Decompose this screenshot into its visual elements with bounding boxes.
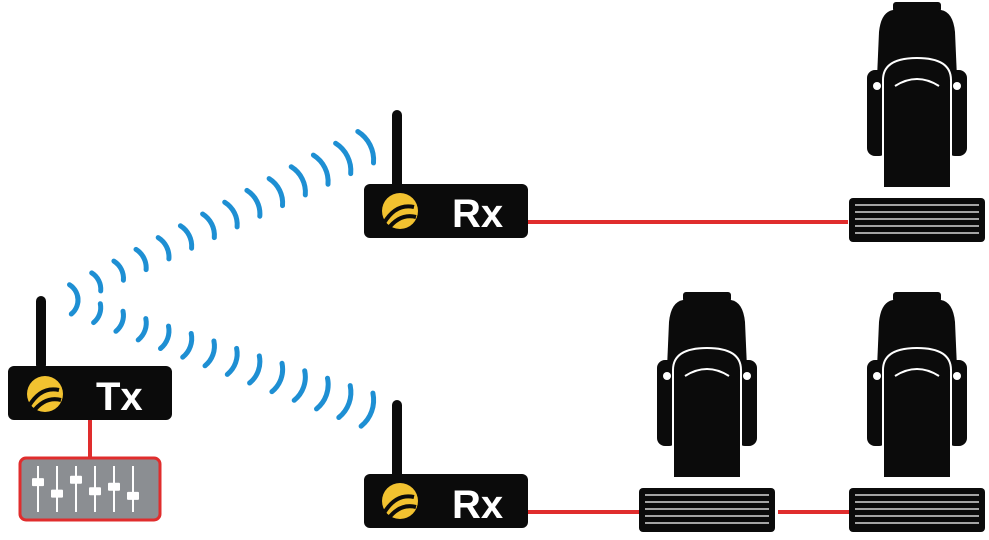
signal-waves-lower [68,293,377,429]
signal-wave-arc [202,338,217,369]
moving-head-light-icon [849,2,985,242]
tx-label: Tx [96,375,143,419]
signal-wave-arc [358,390,377,429]
signal-wave-arc [91,301,104,326]
signal-wave-arc [224,345,240,377]
signal-wave-arc [89,270,104,294]
signal-wave-arc [200,211,217,241]
antenna-icon [392,110,402,190]
antenna-icon [392,400,402,480]
signal-wave-arc [355,129,377,166]
receiver-rx-1: Rx [364,110,528,238]
moving-head-light-icon [639,292,775,532]
wireless-logo-icon [27,376,63,414]
rx2-label: Rx [452,483,503,527]
signal-wave-arc [177,223,195,251]
lighting-console [18,456,162,522]
signal-wave-arc [288,164,308,198]
signal-wave-arc [155,235,172,262]
signal-wave-arc [68,293,81,317]
signal-wave-arc [133,246,149,273]
mixer-faders-icon [32,466,139,512]
cables [88,220,850,514]
signal-wave-arc [314,375,331,412]
signal-wave-arc [111,258,126,283]
signal-wave-arc [269,360,286,395]
signal-wave-arc [113,308,126,334]
signal-wave-arc [291,368,308,403]
antenna-icon [36,296,46,370]
signal-wave-arc [180,331,195,360]
signal-waves-upper [67,129,377,305]
transmitter-tx: Tx [8,296,172,420]
wireless-logo-icon [382,483,418,521]
signal-wave-arc [333,140,354,177]
receiver-rx-2: Rx [364,400,528,528]
signal-wave-arc [310,152,331,187]
signal-wave-arc [336,383,354,420]
rx1-label: Rx [452,192,503,236]
signal-wave-arc [222,199,240,230]
wireless-logo-icon [382,193,418,231]
signal-wave-arc [244,187,263,219]
signal-wave-arc [158,323,172,351]
moving-head-light-icon [849,292,985,532]
signal-wave-arc [135,316,149,343]
signal-wave-arc [266,176,286,209]
signal-wave-arc [247,353,263,386]
